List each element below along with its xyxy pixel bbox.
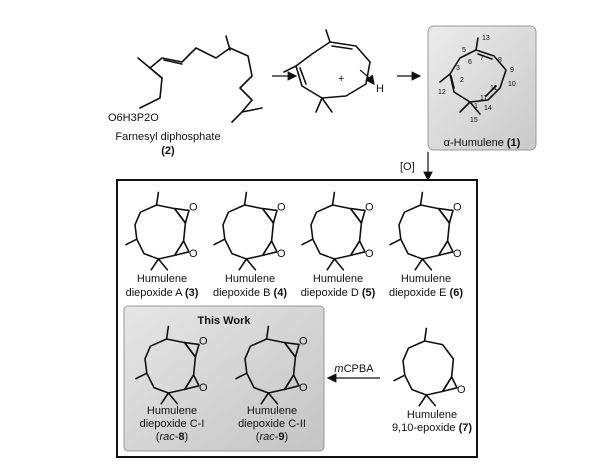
diepoxide-structure: OO — [389, 191, 462, 271]
this-work-number: (rac-8) — [156, 431, 188, 443]
svg-text:2: 2 — [460, 77, 464, 84]
epoxide-oxygen: O — [189, 248, 198, 260]
this-work-line1: Humulene — [247, 405, 297, 417]
epoxide-oxygen: O — [199, 382, 208, 394]
diepoxide-structure: OO — [125, 191, 198, 271]
product-line2: diepoxide B (4) — [213, 287, 287, 299]
products-frame — [116, 179, 478, 458]
svg-text:10: 10 — [508, 81, 516, 88]
svg-text:1: 1 — [474, 103, 478, 110]
precursor-line2: 9,10-epoxide (7) — [392, 422, 472, 434]
farnesyl-label: Farnesyl diphosphate — [115, 131, 220, 143]
diepoxide-structure: OO — [301, 191, 374, 271]
svg-text:11: 11 — [490, 85, 497, 92]
diepoxide-structure: OO — [213, 191, 286, 271]
humulene-epoxide-structure: O — [393, 327, 466, 407]
product-line1: Humulene — [313, 273, 363, 285]
product-line1: Humulene — [401, 273, 451, 285]
epoxide-oxygen: O — [299, 335, 308, 347]
this-work-structure: OO — [135, 325, 208, 405]
humulene-atom-numbers: 13 8 9 10 10 11 11 1 5 6 7 3 2 10 12 11 … — [438, 35, 516, 124]
epoxide-oxygen: O — [365, 201, 374, 213]
epoxide-oxygen: O — [365, 248, 374, 260]
svg-text:6: 6 — [468, 59, 472, 66]
epoxide-oxygen: O — [453, 201, 462, 213]
svg-text:15: 15 — [470, 117, 478, 124]
svg-text:14: 14 — [484, 105, 492, 112]
this-work-title: This Work — [198, 315, 252, 327]
svg-text:9: 9 — [510, 67, 514, 74]
reagent-label: mCPBA — [334, 363, 374, 375]
epoxide-oxygen: O — [189, 201, 198, 213]
farnesyl-diphosphate-structure — [137, 35, 263, 123]
epoxide-oxygen: O — [277, 248, 286, 260]
humulene-highlight-box — [427, 25, 537, 151]
svg-text:11: 11 — [480, 95, 487, 102]
svg-text:8: 8 — [498, 57, 502, 64]
epoxide-oxygen: O — [199, 335, 208, 347]
humulyl-cation-structure — [283, 29, 375, 113]
epoxide-oxygen: O — [299, 382, 308, 394]
product-line2: diepoxide D (5) — [301, 287, 376, 299]
product-line1: Humulene — [137, 273, 187, 285]
cation-charge: + — [338, 73, 344, 85]
svg-text:7: 7 — [480, 55, 484, 62]
hydride-label: H — [376, 83, 384, 95]
svg-text:12: 12 — [438, 89, 446, 96]
precursor-line1: Humulene — [407, 409, 457, 421]
product-line2: diepoxide E (6) — [389, 287, 463, 299]
this-work-number: (rac-9) — [256, 431, 288, 443]
phosphate-group: O6H3P2O — [108, 112, 159, 124]
product-line2: diepoxide A (3) — [126, 287, 199, 299]
oxidation-label: [O] — [400, 161, 415, 173]
humulene-label: α-Humulene (1) — [444, 137, 521, 149]
alpha-humulene-structure — [439, 37, 507, 115]
product-line1: Humulene — [225, 273, 275, 285]
svg-text:13: 13 — [482, 35, 490, 42]
epoxide-oxygen: O — [453, 248, 462, 260]
svg-text:5: 5 — [462, 47, 466, 54]
this-work-structure: OO — [235, 325, 308, 405]
epoxide-oxygen: O — [457, 384, 466, 396]
this-work-line1: Humulene — [147, 405, 197, 417]
this-work-line2: diepoxide C-I — [140, 418, 205, 430]
farnesyl-number: (2) — [161, 145, 175, 157]
svg-text:3: 3 — [456, 65, 460, 72]
this-work-box — [123, 305, 325, 452]
epoxide-oxygen: O — [277, 201, 286, 213]
this-work-line2: diepoxide C-II — [238, 418, 306, 430]
